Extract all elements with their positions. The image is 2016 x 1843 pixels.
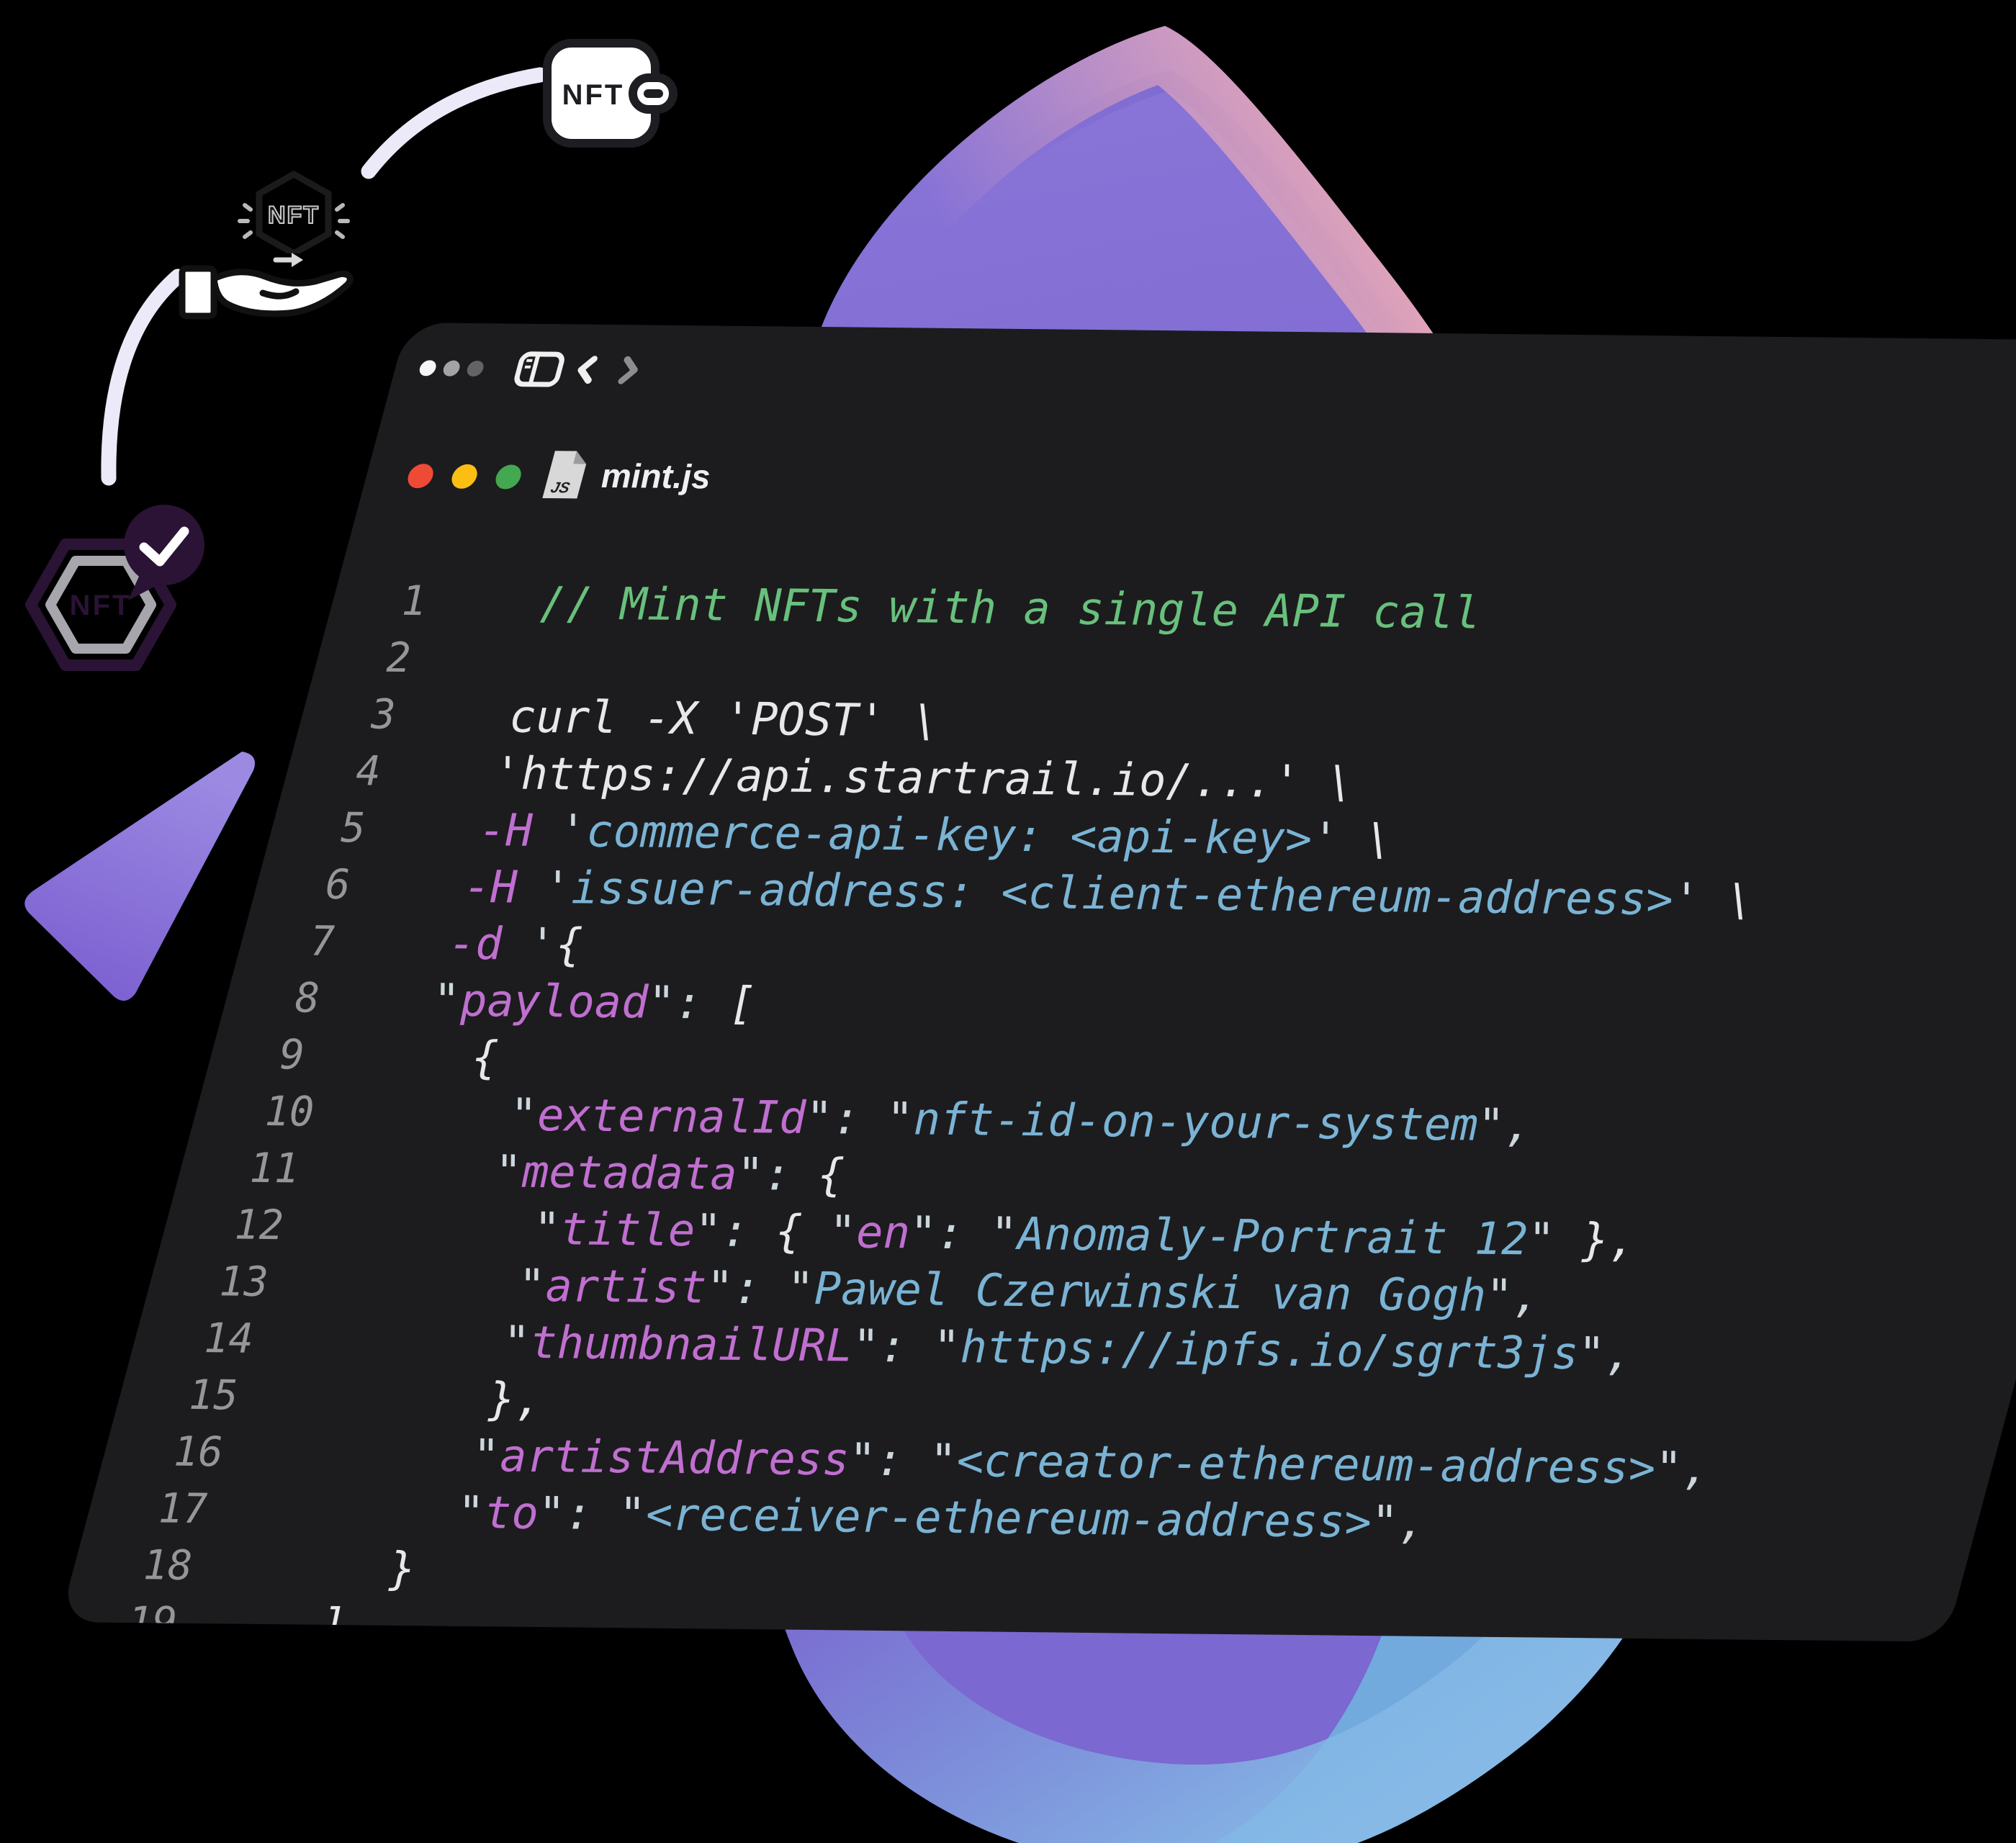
nft-badge-icon: NFT [25, 505, 204, 671]
js-file-icon: JS [542, 451, 587, 499]
purple-wedge-blob [24, 752, 256, 1001]
line-number: 13 [218, 1258, 269, 1307]
back-chevron-icon[interactable] [577, 356, 598, 384]
line-number: 6 [325, 860, 351, 909]
code-text: -d '{ [448, 916, 583, 971]
code-text: // Mint NFTs with a single API call [539, 576, 1481, 639]
code-text: 'https://api.startrail.io/...' \ [493, 747, 1355, 808]
js-file-icon-label: JS [549, 479, 572, 496]
code-text: { [471, 1030, 500, 1084]
wallet-icon-label: NFT [562, 79, 625, 111]
code-window: JS mint.js 1 // Mint NFTs with a single A… [59, 323, 2016, 1642]
window-dot-2[interactable] [441, 360, 462, 377]
code-text: curl -X 'POST' \ [508, 690, 940, 747]
line-number: 2 [386, 634, 412, 682]
transfer-arrow-icon [273, 253, 303, 267]
verified-circle [124, 505, 204, 585]
line-number: 5 [340, 804, 366, 852]
line-number: 14 [203, 1315, 254, 1363]
code-area: 1 // Mint NFTs with a single API call 2 3 cu… [59, 572, 2016, 1642]
nft-wallet-icon: NFT [543, 39, 678, 148]
code-text: "metadata": { [495, 1145, 845, 1202]
line-number: 4 [355, 747, 381, 796]
line-number: 18 [143, 1541, 193, 1590]
window-dot-3[interactable] [465, 360, 486, 377]
line-number: 15 [188, 1371, 239, 1420]
connector-arc-top [361, 67, 548, 179]
hand-icon [179, 265, 354, 320]
zoom-button[interactable] [492, 464, 524, 490]
line-number: 12 [234, 1201, 284, 1250]
hand-icon-nft-label: NFT [268, 202, 320, 229]
code-text: "payload": [ [433, 973, 757, 1030]
checkmark-icon [139, 526, 189, 567]
forward-chevron-icon[interactable] [618, 356, 638, 384]
sparkle-icon [238, 203, 350, 239]
badge-icon-nft-label: NFT [70, 590, 132, 621]
window-title: mint.js [600, 456, 711, 496]
line-number: 9 [279, 1031, 305, 1079]
code-text: -H 'commerce-api-key: <api-key>' \ [478, 803, 1393, 866]
close-button[interactable] [405, 464, 436, 489]
code-text: }, [487, 1372, 543, 1426]
line-number: 11 [249, 1144, 300, 1193]
line-number: 17 [158, 1484, 208, 1533]
line-number: 16 [173, 1428, 223, 1477]
line-number: 3 [371, 690, 397, 739]
nft-hand-icon: NFT [179, 171, 354, 320]
outer-titlebar [408, 323, 2016, 387]
line-number: 1 [401, 577, 427, 626]
editor-titlebar: JS mint.js [405, 323, 2016, 499]
line-number: 10 [264, 1087, 315, 1136]
window-dot-1[interactable] [418, 360, 438, 377]
line-number: 7 [310, 917, 336, 965]
minimize-button[interactable] [449, 464, 480, 489]
line-number: 8 [294, 974, 320, 1022]
code-text: } [388, 1541, 416, 1595]
sidebar-toggle-icon[interactable] [514, 351, 564, 387]
connector-arc-left [101, 269, 186, 486]
